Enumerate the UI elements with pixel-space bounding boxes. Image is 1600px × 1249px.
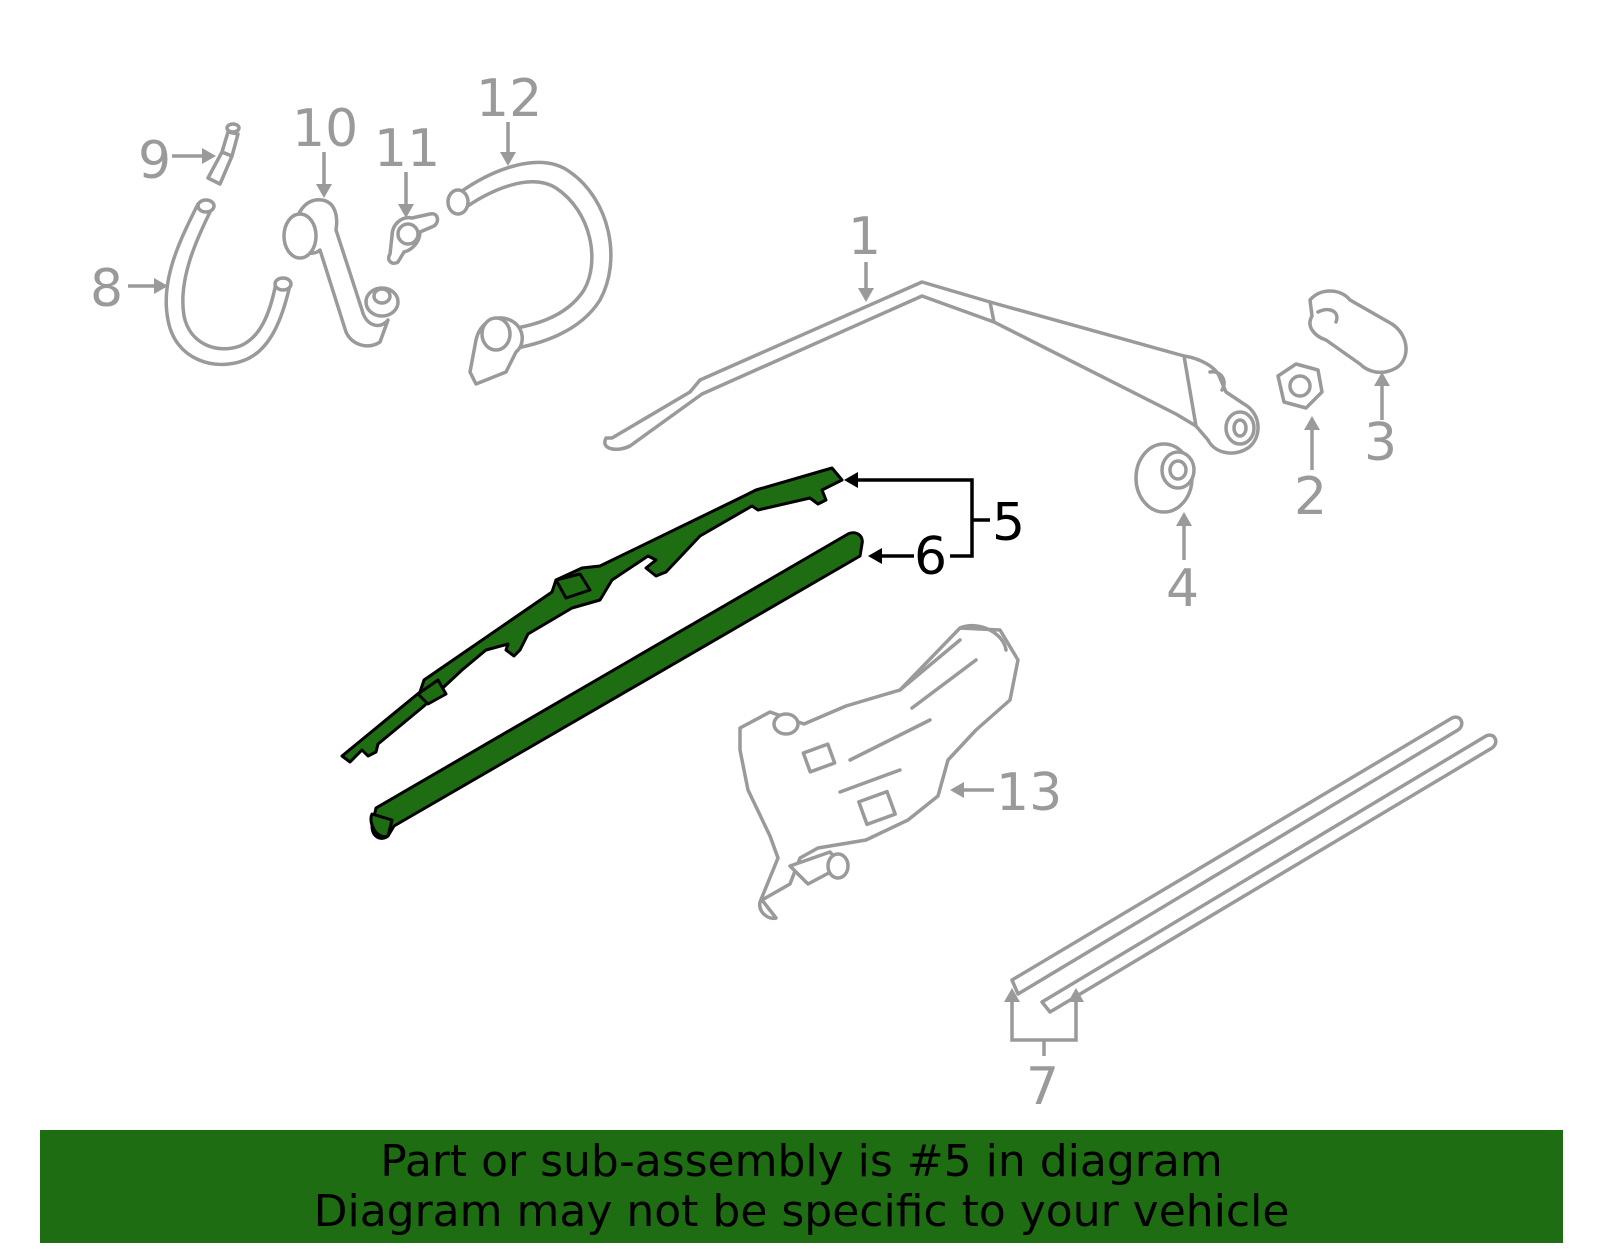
callout-3[interactable]: 3: [1364, 413, 1397, 473]
callout-1[interactable]: 1: [848, 207, 881, 267]
callout-8[interactable]: 8: [90, 259, 123, 319]
part-4-pivot-nut[interactable]: [1134, 442, 1196, 514]
part-1-wiper-arm[interactable]: [603, 280, 1260, 455]
part-8-washer-hose[interactable]: [164, 198, 293, 367]
callout-7[interactable]: 7: [1026, 1057, 1059, 1117]
part-9-connector[interactable]: [206, 122, 241, 186]
leader-lines: [128, 122, 1390, 1056]
part-11-check-valve[interactable]: [386, 212, 440, 266]
callout-6[interactable]: 6: [914, 527, 947, 587]
part-2-nut[interactable]: [1276, 362, 1324, 410]
part-5-wiper-blade-assembly[interactable]: [340, 466, 844, 764]
callout-11[interactable]: 11: [374, 119, 440, 179]
callout-4[interactable]: 4: [1166, 559, 1199, 619]
callout-9[interactable]: 9: [138, 131, 171, 191]
info-banner: Part or sub-assembly is #5 in diagram Di…: [40, 1130, 1563, 1243]
part-13-wiper-motor[interactable]: [738, 623, 1020, 921]
callout-12[interactable]: 12: [476, 69, 542, 129]
callout-5[interactable]: 5: [992, 493, 1025, 553]
part-10-elbow-hose[interactable]: [282, 198, 400, 348]
banner-line-part-number: Part or sub-assembly is #5 in diagram: [380, 1135, 1223, 1187]
part-7-wiper-refills[interactable]: [1010, 715, 1498, 1014]
part-3-cap[interactable]: [1308, 289, 1408, 375]
banner-line-disclaimer: Diagram may not be specific to your vehi…: [313, 1185, 1290, 1237]
callout-2[interactable]: 2: [1294, 467, 1327, 527]
callout-13[interactable]: 13: [996, 763, 1062, 823]
callout-10[interactable]: 10: [292, 99, 358, 159]
part-6-blade-refill[interactable]: [369, 531, 864, 840]
callout-numbers: 1 2 3 4 5 6 7 8 9 10 11 12 13: [90, 69, 1397, 1117]
part-12-washer-hose-nozzle[interactable]: [446, 160, 613, 386]
